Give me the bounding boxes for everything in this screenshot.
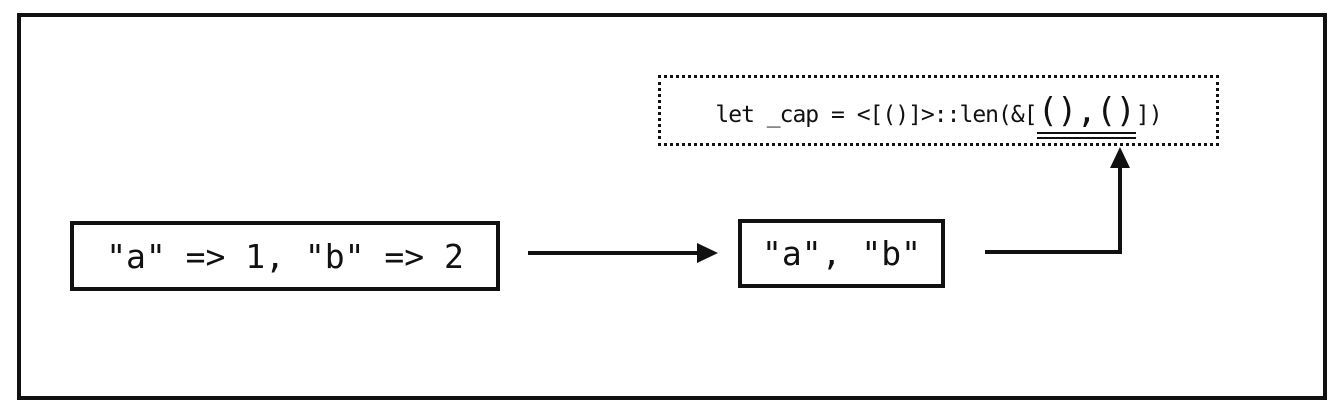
map-entries-box: "a" => 1, "b" => 2 (70, 221, 500, 291)
keys-box: "a", "b" (738, 219, 945, 288)
map-entries-label: "a" => 1, "b" => 2 (106, 236, 464, 276)
diagram-frame (17, 13, 1327, 400)
code-prefix: let _cap = <[()]>::len(&[ (715, 101, 1037, 128)
code-suffix: ]) (1135, 101, 1163, 128)
capacity-code-line: let _cap = <[()]>::len(&[(),()]) (715, 90, 1163, 139)
keys-label: "a", "b" (762, 234, 921, 273)
capacity-code-box: let _cap = <[()]>::len(&[(),()]) (658, 75, 1219, 146)
code-highlight-unit-tuples: (),() (1036, 90, 1136, 139)
